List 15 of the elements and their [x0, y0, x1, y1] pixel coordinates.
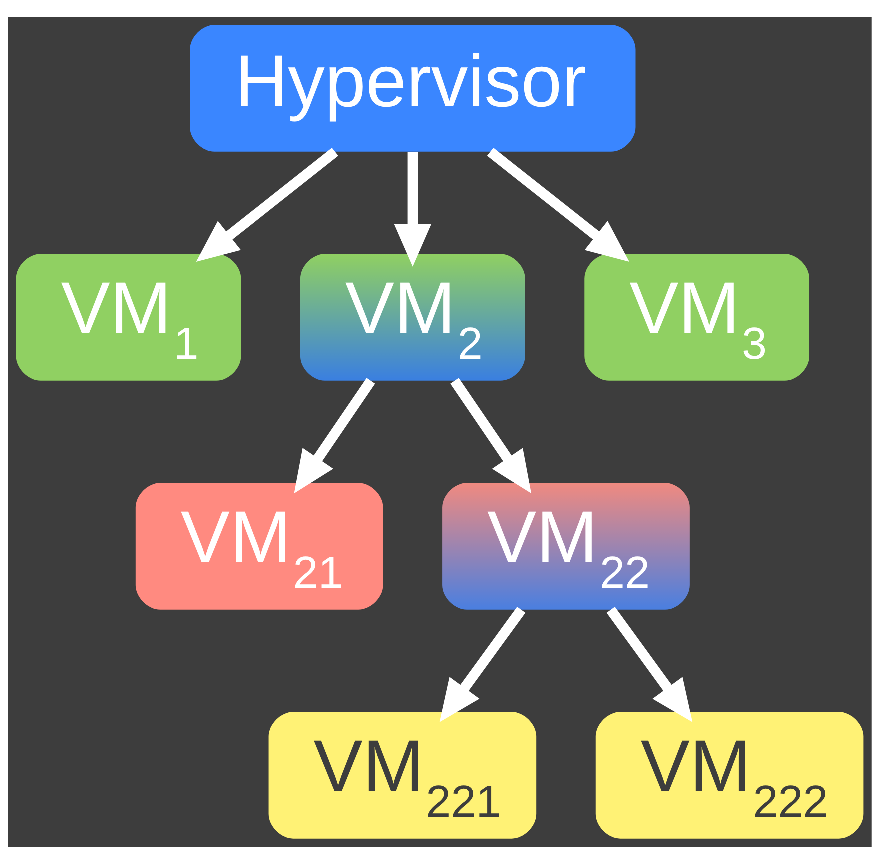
- arrow: [450, 378, 532, 494]
- node-box: VM$_{2}$: [300, 254, 526, 380]
- node-box: VM$_{1}$: [16, 254, 242, 380]
- node-box: VM$_{222}$: [596, 712, 864, 838]
- arrow: [394, 152, 432, 266]
- node-box: Hypervisor: [190, 24, 636, 152]
- arrow: [196, 148, 338, 262]
- arrow: [487, 148, 630, 262]
- arrow: [606, 606, 693, 722]
- node-box: VM$_{221}$: [268, 712, 537, 838]
- arrow: [440, 606, 526, 722]
- node-box: VM$_{22}$: [442, 482, 690, 610]
- node-box: VM$_{21}$: [136, 482, 384, 610]
- node-box: VM$_{3}$: [584, 254, 810, 380]
- arrow: [294, 378, 376, 494]
